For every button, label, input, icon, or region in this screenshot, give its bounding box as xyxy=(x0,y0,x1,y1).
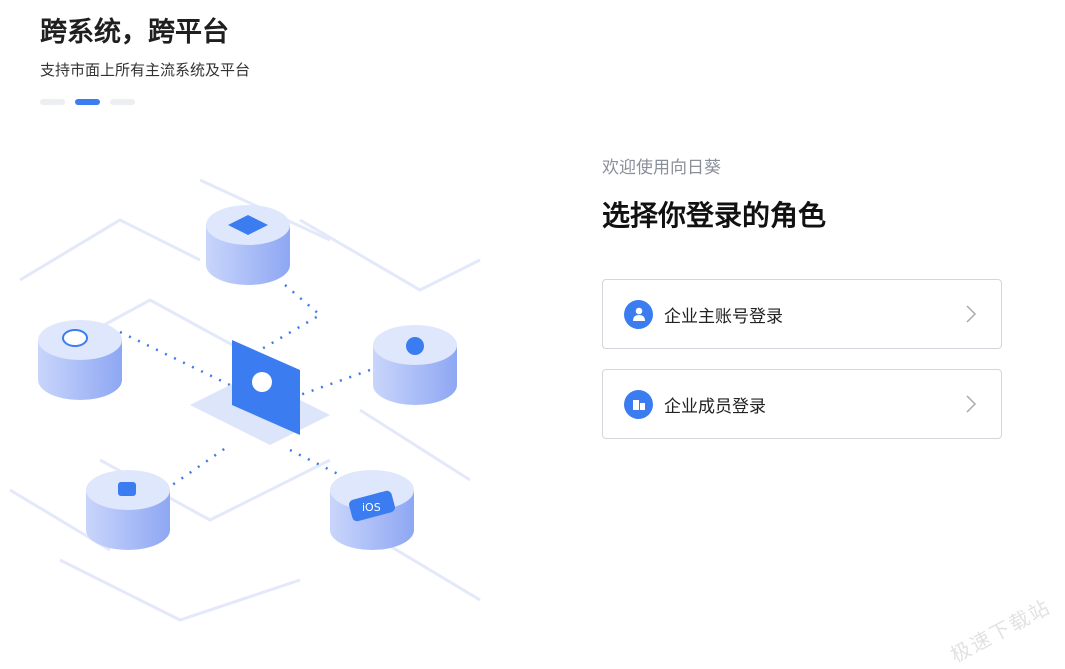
android-server-icon xyxy=(86,470,170,550)
linux-server-icon xyxy=(38,320,122,400)
ios-label: iOS xyxy=(362,501,381,514)
chevron-right-icon xyxy=(966,395,977,413)
carousel-dot-1[interactable] xyxy=(40,99,65,105)
ios-server-icon: iOS xyxy=(330,470,414,550)
apple-server-icon xyxy=(373,325,457,405)
enterprise-admin-login-button[interactable]: 企业主账号登录 xyxy=(602,279,1002,349)
carousel-dot-2[interactable] xyxy=(75,99,100,105)
laptop-icon xyxy=(190,340,330,445)
windows-server-icon xyxy=(206,205,290,285)
enterprise-member-login-button[interactable]: 企业成员登录 xyxy=(602,369,1002,439)
user-icon xyxy=(624,299,653,329)
carousel-dot-3[interactable] xyxy=(110,99,135,105)
watermark: 极速下载站 xyxy=(946,594,1055,668)
role-heading: 选择你登录的角色 xyxy=(602,199,827,232)
building-icon xyxy=(624,389,653,419)
carousel-subtitle: 支持市面上所有主流系统及平台 xyxy=(40,61,251,79)
carousel-indicators xyxy=(40,99,135,105)
carousel-title: 跨系统，跨平台 xyxy=(40,17,229,48)
welcome-text: 欢迎使用向日葵 xyxy=(602,158,721,178)
cross-platform-illustration: iOS xyxy=(9,178,481,622)
option-label: 企业成员登录 xyxy=(664,396,766,417)
chevron-right-icon xyxy=(966,305,977,323)
option-label: 企业主账号登录 xyxy=(664,306,783,327)
